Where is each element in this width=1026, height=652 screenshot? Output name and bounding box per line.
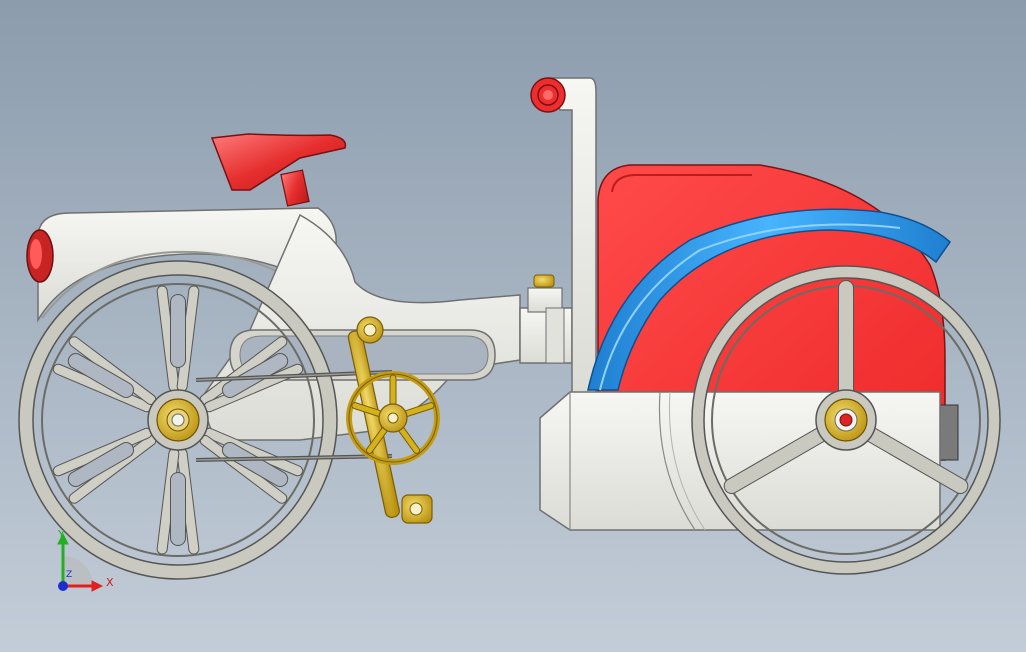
front-wheel-spokes — [723, 280, 969, 494]
handlebar-grip-icon — [530, 77, 566, 113]
orientation-triad: X Y Z — [48, 528, 118, 598]
rear-hub-icon — [147, 389, 209, 451]
front-hub-icon — [815, 389, 877, 451]
crank-pedal-icon[interactable] — [346, 316, 440, 524]
x-axis-label: X — [106, 576, 114, 589]
z-axis-label: Z — [66, 570, 73, 580]
steering-post[interactable] — [530, 77, 597, 396]
rear-light-icon — [26, 229, 54, 283]
seat-icon[interactable] — [210, 133, 347, 207]
front-wheel[interactable] — [691, 265, 1001, 575]
front-cargo-body[interactable] — [597, 164, 959, 461]
front-fender[interactable] — [587, 208, 951, 391]
cargo-box[interactable] — [539, 391, 941, 531]
y-axis-label: Y — [58, 528, 65, 541]
